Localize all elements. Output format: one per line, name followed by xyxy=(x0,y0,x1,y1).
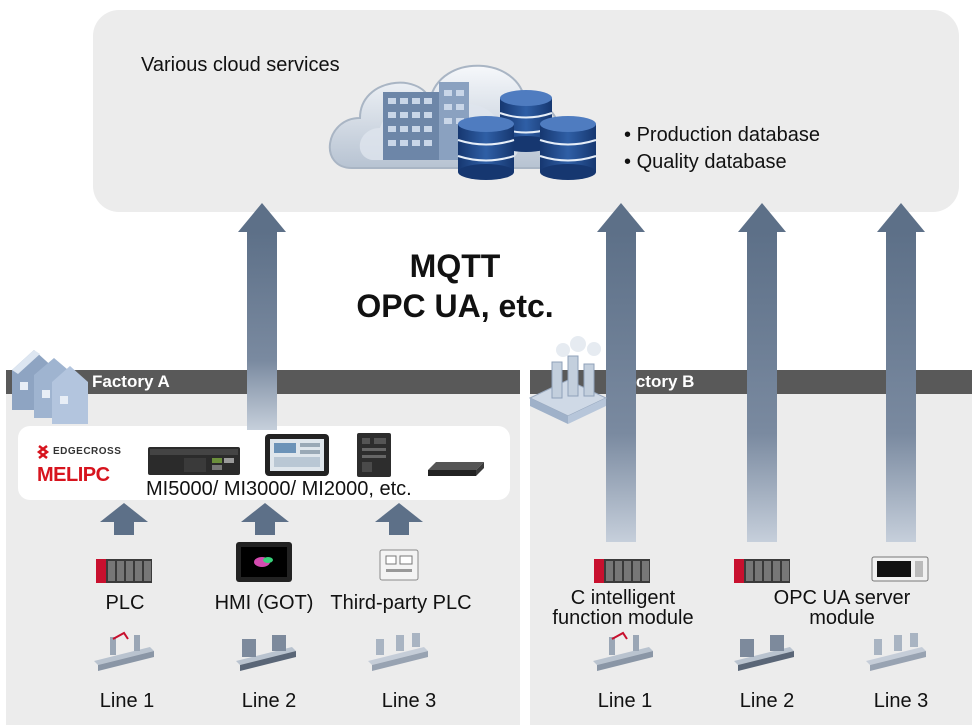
edge-computing-card xyxy=(18,426,510,500)
factory-b-line-3-label: Line 3 xyxy=(873,690,929,712)
arrow-opc-server-to-cloud xyxy=(877,203,925,542)
third-party-plc-icon xyxy=(379,549,419,581)
arrow-plc-up xyxy=(100,503,148,535)
device-label-hmi: HMI (GOT) xyxy=(214,592,314,614)
edgecross-logo-icon xyxy=(36,445,50,459)
production-line-icon xyxy=(593,631,653,671)
mi2000-controller-icon xyxy=(357,433,391,477)
device-label-third-party-plc: Third-party PLC xyxy=(330,592,472,614)
factory-a-line-1-label: Line 1 xyxy=(99,690,155,712)
production-line-icon xyxy=(236,635,296,671)
protocol-mqtt: MQTT xyxy=(409,248,501,284)
arrow-hmi-up xyxy=(241,503,289,535)
production-line-icon xyxy=(368,633,428,671)
factory-b-line-1-label: Line 1 xyxy=(597,690,653,712)
melipc-logo: MELIPC xyxy=(37,464,110,486)
arrow-opc-module-to-cloud xyxy=(738,203,786,542)
factory-a-line-3-label: Line 3 xyxy=(381,690,437,712)
mi5000-device-icon xyxy=(148,447,240,475)
protocols-label: MQTT OPC UA, etc. xyxy=(300,246,610,326)
building-icon xyxy=(383,82,469,160)
module-label-c-intelligent: C intelligent function module xyxy=(552,587,694,629)
database-list-item: • Production database xyxy=(624,124,821,146)
hmi-got-icon xyxy=(236,542,292,582)
factory-a-title: Factory A xyxy=(92,372,170,391)
device-label-plc: PLC xyxy=(105,592,145,614)
protocol-opc-ua: OPC UA, etc. xyxy=(356,288,554,324)
arrow-c-module-to-cloud xyxy=(597,203,645,542)
production-line-icon xyxy=(94,631,154,671)
production-line-icon xyxy=(866,633,926,671)
factory-b-plant-icon xyxy=(528,336,608,424)
c-intelligent-module-icon xyxy=(594,559,650,583)
factory-a-line-2-label: Line 2 xyxy=(241,690,297,712)
cloud-services-title: Various cloud services xyxy=(141,54,340,76)
plc-icon xyxy=(96,559,152,583)
production-line-icon xyxy=(734,635,794,671)
opc-ua-server-unit-icon xyxy=(871,556,929,582)
ipc-models-label: MI5000/ MI3000/ MI2000, etc. xyxy=(146,478,412,500)
database-icon xyxy=(457,90,597,180)
mi1000-box-icon xyxy=(428,462,484,476)
factory-a-building-icon xyxy=(12,350,88,424)
edgecross-logo: EDGECROSS xyxy=(53,446,122,457)
opc-ua-server-module-icon xyxy=(734,559,790,583)
module-label-opc-ua-server: OPC UA server module xyxy=(773,587,911,629)
arrow-factory-a-to-cloud xyxy=(238,203,286,430)
factory-b-line-2-label: Line 2 xyxy=(739,690,795,712)
mi3000-touch-panel-icon xyxy=(265,434,329,476)
database-list-item: • Quality database xyxy=(624,151,787,173)
arrow-third-party-plc-up xyxy=(375,503,423,535)
